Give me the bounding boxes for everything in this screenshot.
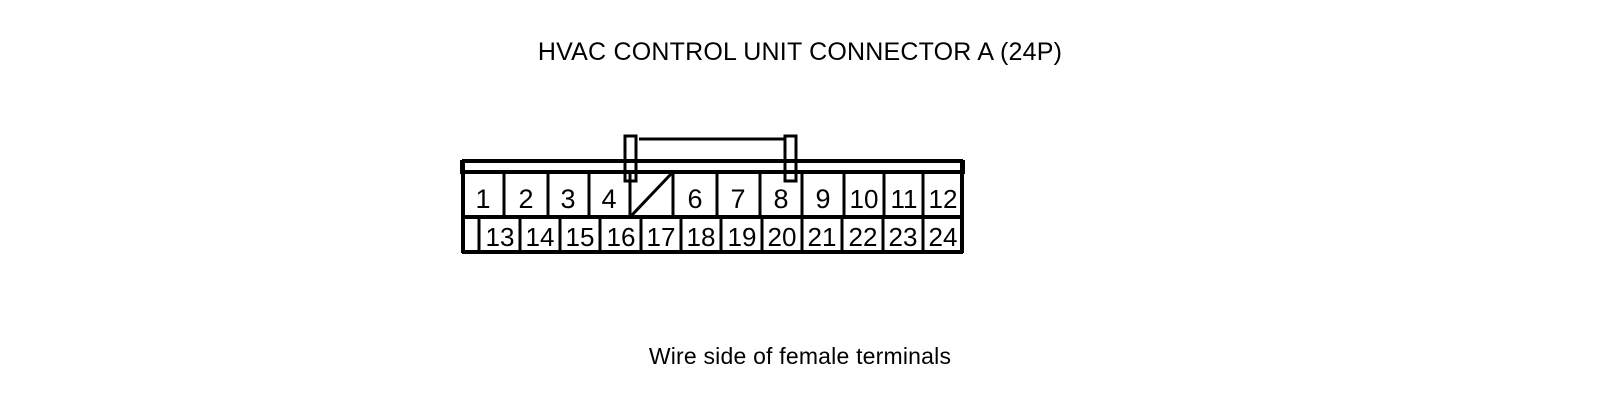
pin-label-14: 14 bbox=[526, 222, 555, 252]
top-row-pin-labels: 1 2 3 4 6 7 8 9 10 11 12 bbox=[475, 184, 957, 214]
pin-label-7: 7 bbox=[730, 184, 745, 214]
pin-label-13: 13 bbox=[486, 222, 515, 252]
pin-label-21: 21 bbox=[808, 222, 837, 252]
latch-tab-icon bbox=[623, 134, 798, 183]
pin-label-12: 12 bbox=[929, 184, 958, 214]
pin-label-24: 24 bbox=[929, 222, 958, 252]
pin-label-16: 16 bbox=[607, 222, 636, 252]
connector-body-graphic: 1 2 3 4 6 7 8 9 10 11 12 13 14 15 16 17 … bbox=[460, 134, 965, 254]
top-row-dividers bbox=[502, 172, 925, 217]
pin-label-9: 9 bbox=[815, 184, 830, 214]
pin-label-2: 2 bbox=[518, 184, 533, 214]
page-title: HVAC CONTROL UNIT CONNECTOR A (24P) bbox=[537, 38, 1063, 66]
unused-cavity-slash-icon bbox=[630, 172, 673, 217]
view-caption: Wire side of female terminals bbox=[648, 343, 952, 369]
pin-label-15: 15 bbox=[566, 222, 595, 252]
pin-label-18: 18 bbox=[687, 222, 716, 252]
pin-label-23: 23 bbox=[889, 222, 918, 252]
pin-label-20: 20 bbox=[768, 222, 797, 252]
pin-label-10: 10 bbox=[850, 184, 879, 214]
pin-label-17: 17 bbox=[647, 222, 676, 252]
pin-label-3: 3 bbox=[560, 184, 575, 214]
bottom-row-dividers bbox=[477, 217, 925, 252]
pin-label-4: 4 bbox=[601, 184, 616, 214]
pin-label-1: 1 bbox=[475, 184, 490, 214]
bottom-row-pin-labels: 13 14 15 16 17 18 19 20 21 22 23 24 bbox=[486, 222, 958, 252]
pin-label-19: 19 bbox=[728, 222, 757, 252]
pin-label-11: 11 bbox=[891, 184, 918, 214]
pin-label-6: 6 bbox=[687, 184, 702, 214]
pin-label-22: 22 bbox=[849, 222, 878, 252]
pin-label-8: 8 bbox=[773, 184, 788, 214]
connector-housing-outline bbox=[460, 159, 965, 254]
